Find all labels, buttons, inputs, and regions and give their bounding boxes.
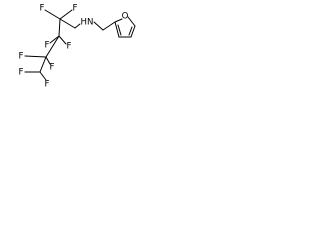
atom-label-fluorine: F — [45, 41, 50, 51]
atom-label-fluorine: F — [19, 52, 24, 62]
ring-bond — [114, 18, 123, 23]
ring-bond — [114, 21, 120, 38]
bond-c3-f — [58, 35, 67, 45]
atom-label-fluorine: F — [50, 63, 55, 73]
bond-c2-f — [44, 9, 61, 20]
atom-label-fluorine: F — [73, 4, 78, 14]
bond-c4-f — [45, 56, 51, 65]
bond-n-ch2 — [93, 21, 104, 31]
ring-bond — [130, 25, 136, 38]
atom-label-fluorine: F — [45, 80, 50, 90]
bond-ch2-n — [74, 23, 81, 29]
atom-label-amine: HN — [81, 18, 94, 28]
ring-double-bond — [117, 24, 122, 36]
bond-c4-f — [24, 55, 47, 58]
bond-c2-c3 — [58, 18, 61, 37]
bond-c5-f — [39, 71, 47, 81]
bond-c3-c4 — [45, 35, 60, 58]
bond-c3-f — [49, 35, 60, 44]
ring-double-bond — [128, 26, 133, 36]
atom-label-fluorine: F — [19, 68, 24, 78]
atom-label-fluorine: F — [67, 42, 72, 52]
bond-lines — [24, 9, 116, 81]
furan-ring — [114, 16, 136, 38]
atom-labels: F F HN F F F F F F O — [19, 4, 129, 90]
atom-label-oxygen: O — [122, 12, 129, 22]
bond-c2-ch2 — [59, 18, 76, 29]
atom-label-fluorine: F — [40, 4, 45, 14]
bond-c2-f — [59, 9, 73, 20]
bond-c4-c5 — [39, 56, 47, 73]
bond-ch2-furan — [102, 21, 116, 31]
ring-bond — [127, 16, 136, 27]
chemical-structure-diagram: F F HN F F F F F F O — [19, 4, 136, 90]
